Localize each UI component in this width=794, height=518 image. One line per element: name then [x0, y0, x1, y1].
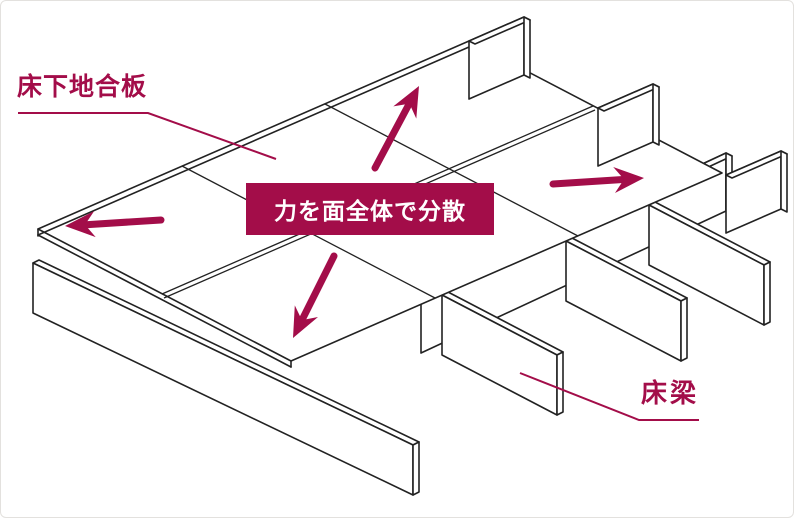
stub-end-cap [780, 150, 788, 213]
beam-end-cap [680, 297, 688, 362]
beam-stub-3 [725, 150, 788, 234]
rim-board [32, 259, 420, 496]
stub-end-cap [652, 83, 660, 146]
beam-leader-line [519, 372, 699, 421]
rim-end-cap [412, 441, 420, 496]
beam-stub-1 [468, 16, 531, 100]
floor-beam-exposed-2 [565, 237, 688, 362]
deck-rear-thickness-line [37, 46, 470, 236]
floor-beam-exposed-3 [648, 201, 771, 326]
floor-beam-exposed-1 [441, 291, 564, 416]
arrow-shaft [549, 176, 627, 188]
subfloor-label: 床下地合板 [17, 72, 148, 101]
force-arrow-left [65, 211, 165, 238]
arrow-head [293, 305, 318, 338]
arrow-head [65, 211, 96, 238]
beam-end-cap [556, 351, 564, 416]
arrow-head [613, 167, 644, 193]
subfloor-leader-line [18, 112, 277, 160]
force-arrow-right [549, 167, 644, 193]
arrow-shaft [299, 252, 338, 322]
arrow-head [393, 86, 419, 119]
deck-sheet-joint [324, 103, 579, 237]
deck-front-thickness-line [37, 234, 292, 368]
stub-end-cap [523, 16, 531, 79]
beam-end-cap [763, 261, 771, 326]
beam-stub-2 [597, 83, 660, 167]
force-arrow-down-left [293, 252, 338, 338]
force-distribution-banner: 力を面全体で分散 [246, 183, 494, 235]
beam-label: 床梁 [641, 379, 700, 409]
arrow-shaft [371, 102, 412, 172]
arrow-shaft [82, 216, 165, 229]
force-arrow-up [371, 86, 419, 172]
